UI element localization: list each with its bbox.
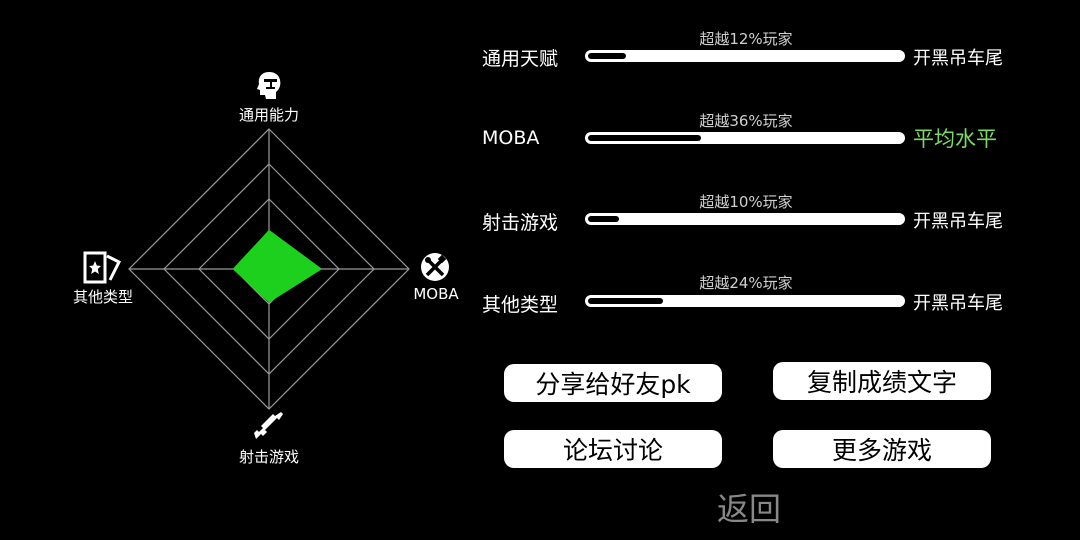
- share-button[interactable]: 分享给好友pk: [504, 364, 722, 402]
- progress-fill: [588, 298, 664, 304]
- row-label: 射击游戏: [482, 212, 559, 234]
- rifle-icon: [253, 410, 285, 446]
- row-label: 通用天赋: [482, 48, 559, 70]
- head-icon: [254, 70, 284, 104]
- copy-result-button[interactable]: 复制成绩文字: [773, 362, 991, 400]
- row-percent-text: 超越24%玩家: [699, 274, 793, 292]
- crossed-tools-icon: [418, 252, 452, 286]
- axis-label-left: 其他类型: [72, 288, 134, 306]
- row-label: MOBA: [482, 127, 540, 149]
- progress-fill: [588, 53, 626, 59]
- rank-label: 开黑吊车尾: [913, 48, 1003, 69]
- back-button[interactable]: 返回: [716, 490, 781, 528]
- card-star-icon: [83, 250, 123, 288]
- radar-value-shape: [232, 229, 323, 303]
- axis-label-top: 通用能力: [238, 106, 300, 124]
- row-percent-text: 超越12%玩家: [699, 30, 793, 48]
- progress-fill: [588, 135, 702, 141]
- progress-bar: [585, 50, 905, 62]
- row-percent-text: 超越10%玩家: [699, 193, 793, 211]
- rank-label: 开黑吊车尾: [913, 211, 1003, 232]
- progress-bar: [585, 132, 905, 144]
- progress-fill: [588, 216, 620, 222]
- progress-bar: [585, 213, 905, 225]
- rank-label: 开黑吊车尾: [913, 293, 1003, 314]
- more-games-button[interactable]: 更多游戏: [773, 430, 991, 468]
- axis-label-bottom: 射击游戏: [238, 448, 300, 466]
- rank-label: 平均水平: [913, 127, 997, 151]
- radar-chart: [128, 128, 410, 410]
- axis-label-right: MOBA: [413, 285, 459, 303]
- row-percent-text: 超越36%玩家: [699, 112, 793, 130]
- forum-button[interactable]: 论坛讨论: [504, 430, 722, 468]
- progress-bar: [585, 295, 905, 307]
- row-label: 其他类型: [482, 294, 559, 316]
